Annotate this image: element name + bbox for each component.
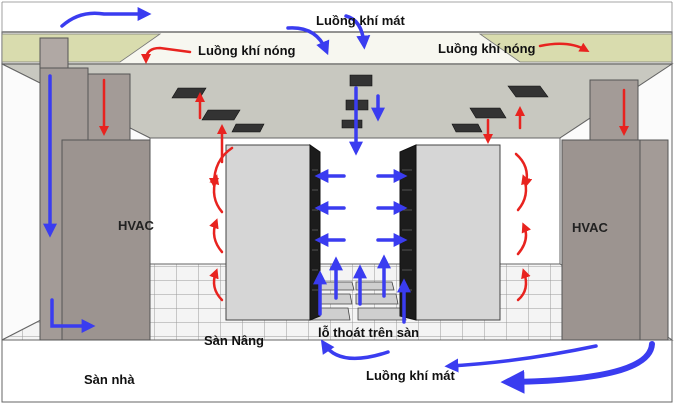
hot-air-arrow — [209, 218, 224, 254]
floor-vent-tile — [355, 293, 399, 305]
hot-air-arrow — [538, 42, 590, 52]
ceiling-vent — [469, 107, 507, 119]
ceiling-vent — [349, 74, 373, 87]
label-hot-air-right: Luồng khí nóng — [438, 41, 536, 56]
cool-air-arrow — [50, 298, 96, 333]
server-rack-right — [399, 144, 501, 321]
ceiling-vent — [451, 123, 483, 133]
floor-vent-tile — [357, 307, 407, 321]
label-raised-floor: Sàn Nâng — [204, 333, 264, 348]
cool-air-arrow — [444, 344, 598, 373]
ceiling-vent — [341, 119, 363, 129]
hot-air-arrow — [516, 268, 531, 302]
ceiling-vent — [201, 109, 241, 121]
label-cool-air-bottom: Luồng khí mát — [366, 368, 455, 383]
cool-air-arrow — [500, 341, 655, 394]
hvac-unit-right — [561, 79, 669, 341]
label-hvac-right: HVAC — [572, 220, 608, 235]
label-hot-air-left: Luồng khí nóng — [198, 43, 296, 58]
sub-floor — [1, 339, 673, 403]
hot-air-arrow — [209, 174, 224, 214]
hvac-unit-left — [39, 37, 151, 341]
ceiling-vent — [507, 85, 549, 98]
hot-air-arrow — [516, 174, 531, 212]
cool-air-arrow — [344, 14, 371, 50]
cool-air-arrow — [320, 339, 390, 361]
hot-air-arrows — [99, 42, 629, 302]
label-floor: Sàn nhà — [84, 372, 135, 387]
hot-air-arrow — [141, 46, 192, 64]
label-floor-vents: lỗ thoát trên sàn — [318, 325, 420, 340]
label-hvac-left: HVAC — [118, 218, 154, 233]
hot-air-arrow — [516, 222, 531, 256]
ceiling-vents — [171, 74, 549, 133]
cool-air-arrows — [43, 7, 655, 394]
server-rack-left — [225, 144, 321, 321]
hot-air-arrow — [209, 268, 224, 302]
label-cool-air-top: Luồng khí mát — [316, 13, 405, 28]
cool-air-arrow — [60, 7, 152, 28]
ceiling-vent — [231, 123, 265, 133]
cool-air-arrow — [286, 26, 330, 56]
